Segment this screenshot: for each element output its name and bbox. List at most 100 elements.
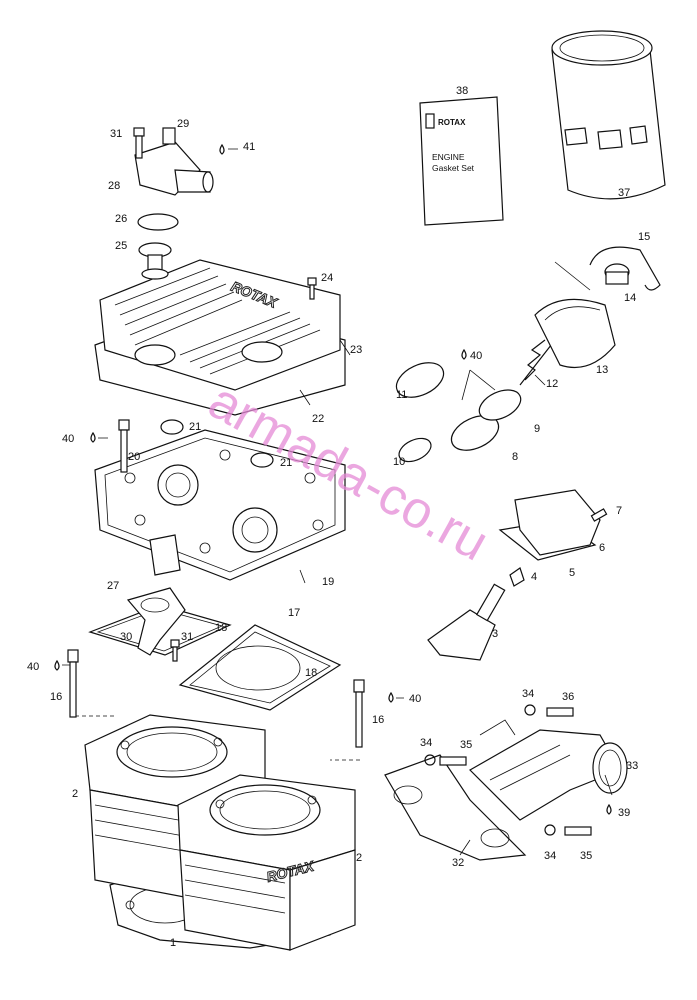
cap-14 xyxy=(604,263,630,285)
bolt-31-top xyxy=(133,127,145,159)
valve-cover-13 xyxy=(534,298,616,369)
screw-24 xyxy=(307,277,317,300)
label-31-bottom: 31 xyxy=(181,631,193,643)
bolt-29 xyxy=(162,127,176,145)
valve-housing-6 xyxy=(514,489,601,556)
drop-icon-40c xyxy=(54,659,60,671)
label-34-bottom: 34 xyxy=(544,850,556,862)
label-40-a: 40 xyxy=(62,433,74,445)
valve-blade-3 xyxy=(427,583,506,661)
label-19: 19 xyxy=(322,576,334,588)
label-33: 33 xyxy=(626,760,638,772)
exhaust-adapter-30 xyxy=(126,587,186,656)
label-36: 36 xyxy=(562,691,574,703)
label-2-right: 2 xyxy=(356,852,362,864)
long-bolt-left xyxy=(67,649,79,718)
label-29: 29 xyxy=(177,118,189,130)
thermostat xyxy=(138,242,172,280)
label-40-d: 40 xyxy=(409,693,421,705)
label-35-bottom: 35 xyxy=(580,850,592,862)
drop-icon-40a xyxy=(90,431,96,443)
piston-8 xyxy=(450,415,500,451)
label-7: 7 xyxy=(616,505,622,517)
label-13: 13 xyxy=(596,364,608,376)
gasket-set-box: ROTAX ENGINE Gasket Set xyxy=(419,96,504,226)
lube-drop-icons xyxy=(54,143,612,815)
rubber-coupling-33 xyxy=(592,742,628,794)
label-16-right: 16 xyxy=(372,714,384,726)
bolt-31-bottom xyxy=(170,639,180,662)
label-4: 4 xyxy=(531,571,537,583)
o-ring-10 xyxy=(398,437,432,463)
screw-35-bottom xyxy=(564,826,592,836)
label-26: 26 xyxy=(115,213,127,225)
washer-34-bottom xyxy=(544,824,556,836)
label-8: 8 xyxy=(512,451,518,463)
label-18-left: 18 xyxy=(215,622,227,634)
valve-rod-4 xyxy=(509,567,525,587)
label-21-bottom: 21 xyxy=(280,457,292,469)
label-11: 11 xyxy=(396,389,407,401)
label-21-top: 21 xyxy=(189,421,201,433)
o-ring-21-top xyxy=(160,419,184,435)
label-15: 15 xyxy=(638,231,650,243)
screw-35-top xyxy=(439,756,467,766)
spring-12 xyxy=(519,339,556,386)
label-14: 14 xyxy=(624,292,636,304)
label-23: 23 xyxy=(350,344,362,356)
label-5: 5 xyxy=(569,567,575,579)
label-20: 20 xyxy=(128,451,140,463)
o-ring-11 xyxy=(395,362,445,398)
part-labels: 1 2 2 3 4 5 6 7 8 9 10 11 12 13 14 15 16… xyxy=(27,85,650,949)
drop-icon-41 xyxy=(219,143,225,155)
label-28: 28 xyxy=(108,180,120,192)
label-6: 6 xyxy=(599,542,605,554)
drop-icon-40b xyxy=(461,348,467,360)
label-38: 38 xyxy=(456,85,468,97)
cylinder-right: ROTAX xyxy=(177,774,356,951)
washer-34-left xyxy=(424,754,436,766)
label-35-top: 35 xyxy=(460,739,472,751)
drop-icon-39 xyxy=(606,803,612,815)
gasket-26 xyxy=(137,213,179,231)
drop-icon-40d xyxy=(388,691,394,703)
thermostat-housing xyxy=(134,141,214,196)
label-40-b: 40 xyxy=(470,350,482,362)
label-32: 32 xyxy=(452,857,464,869)
head-gasket-right xyxy=(178,624,342,711)
label-34-left: 34 xyxy=(420,737,432,749)
label-22: 22 xyxy=(312,413,324,425)
label-17: 17 xyxy=(288,607,300,619)
label-18-right: 18 xyxy=(305,667,317,679)
screw-36 xyxy=(546,707,574,717)
label-37: 37 xyxy=(618,187,630,199)
exhaust-manifold xyxy=(384,729,621,861)
label-9: 9 xyxy=(534,423,540,435)
gasket-box-brand: ROTAX xyxy=(438,118,466,127)
gasket-box-line1: ENGINE xyxy=(432,152,465,162)
label-12: 12 xyxy=(546,378,558,390)
washer-34-top xyxy=(524,704,536,716)
leader-lines xyxy=(299,261,613,856)
cylinder-head xyxy=(94,429,346,581)
rotax-logo-icon xyxy=(425,113,435,129)
label-10: 10 xyxy=(393,456,405,468)
label-34-top: 34 xyxy=(522,688,534,700)
long-bolt-right xyxy=(353,679,365,748)
cylinder-head-cover: ROTAX xyxy=(99,259,341,391)
cylinder-sleeve-37 xyxy=(551,30,666,200)
label-24: 24 xyxy=(321,272,333,284)
label-30: 30 xyxy=(120,631,132,643)
label-39: 39 xyxy=(618,807,630,819)
label-2-left: 2 xyxy=(72,788,78,800)
label-40-c: 40 xyxy=(27,661,39,673)
head-bolt xyxy=(118,419,130,473)
label-27: 27 xyxy=(107,580,119,592)
label-41: 41 xyxy=(243,141,255,153)
label-1: 1 xyxy=(170,937,176,949)
valve-9 xyxy=(478,389,522,421)
label-31-top: 31 xyxy=(110,128,122,140)
o-ring-21-bottom xyxy=(250,452,274,468)
